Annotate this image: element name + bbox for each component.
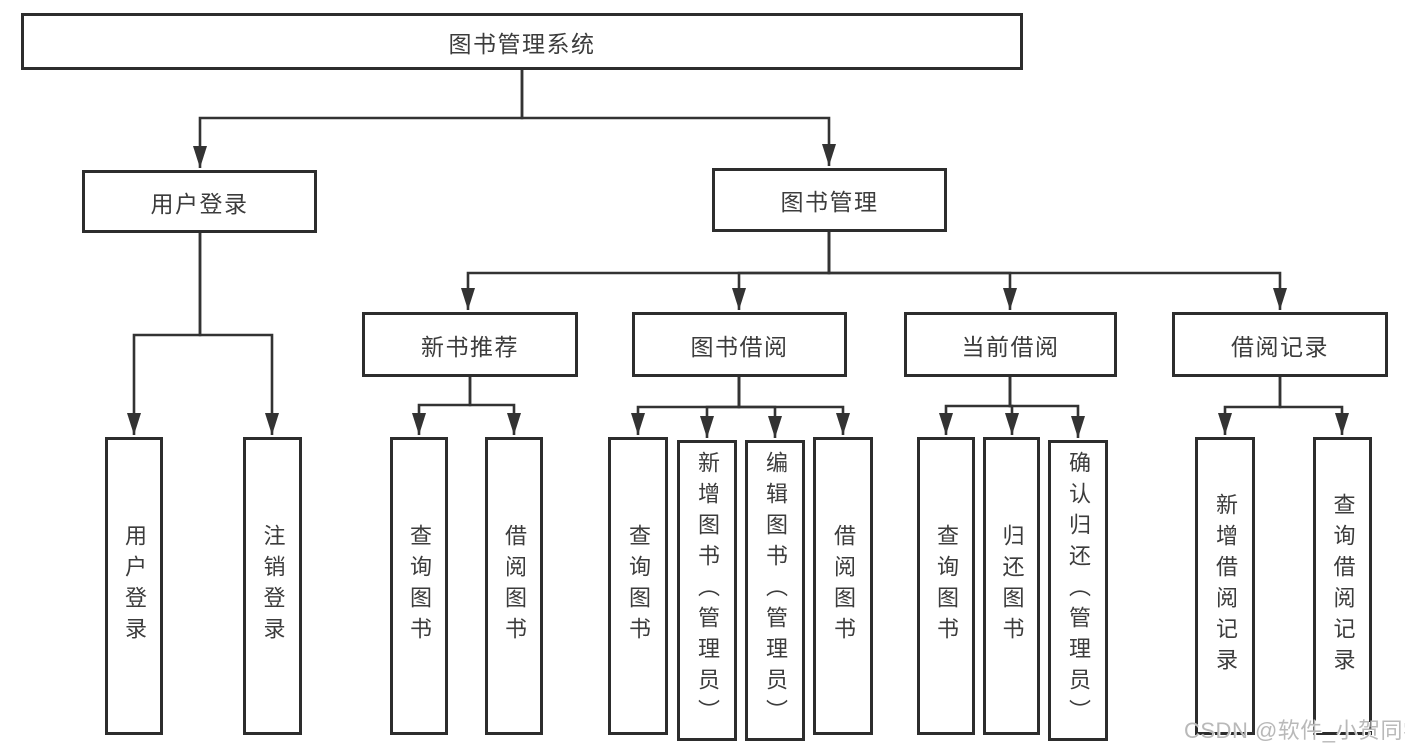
leaf-query-books-1: 查询图书	[390, 437, 448, 735]
leaf-query-borrow-record: 查询借阅记录	[1313, 437, 1372, 735]
leaf-add-borrow-record: 新增借阅记录	[1195, 437, 1255, 735]
leaf-add-borrow-record-label: 新增借阅记录	[1213, 493, 1238, 679]
leaf-return-books-label: 归还图书	[999, 524, 1025, 648]
leaf-user-login: 用户登录	[105, 437, 163, 735]
node-borrow-records: 借阅记录	[1172, 312, 1388, 377]
leaf-query-books-2-label: 查询图书	[626, 524, 651, 648]
node-user-login: 用户登录	[82, 170, 317, 233]
leaf-query-books-1-label: 查询图书	[407, 524, 432, 648]
leaf-edit-books-admin-label: 编辑图书（管理员）	[763, 451, 788, 730]
leaf-borrow-books-2-label: 借阅图书	[831, 524, 856, 648]
leaf-query-borrow-record-label: 查询借阅记录	[1330, 493, 1356, 679]
leaf-add-books-admin-label: 新增图书（管理员）	[695, 451, 720, 730]
leaf-user-login-label: 用户登录	[122, 524, 147, 648]
leaf-borrow-books-1-label: 借阅图书	[502, 524, 527, 648]
leaf-return-books: 归还图书	[983, 437, 1040, 735]
leaf-confirm-return-admin: 确认归还（管理员）	[1048, 440, 1108, 741]
node-new-book-recommend: 新书推荐	[362, 312, 578, 377]
leaf-query-books-3: 查询图书	[917, 437, 975, 735]
leaf-borrow-books-1: 借阅图书	[485, 437, 543, 735]
leaf-borrow-books-2: 借阅图书	[813, 437, 873, 735]
leaf-confirm-return-admin-label: 确认归还（管理员）	[1066, 451, 1091, 730]
leaf-query-books-3-label: 查询图书	[934, 524, 959, 648]
csdn-watermark: CSDN @软件_小贺同学	[1184, 718, 1405, 743]
leaf-add-books-admin: 新增图书（管理员）	[677, 440, 737, 741]
leaf-logout: 注销登录	[243, 437, 302, 735]
leaf-logout-label: 注销登录	[260, 524, 286, 648]
leaf-edit-books-admin: 编辑图书（管理员）	[745, 440, 805, 741]
node-book-borrow: 图书借阅	[632, 312, 847, 377]
node-library-system: 图书管理系统	[21, 13, 1023, 70]
leaf-query-books-2: 查询图书	[608, 437, 668, 735]
node-current-borrow: 当前借阅	[904, 312, 1117, 377]
node-book-management: 图书管理	[712, 168, 947, 232]
